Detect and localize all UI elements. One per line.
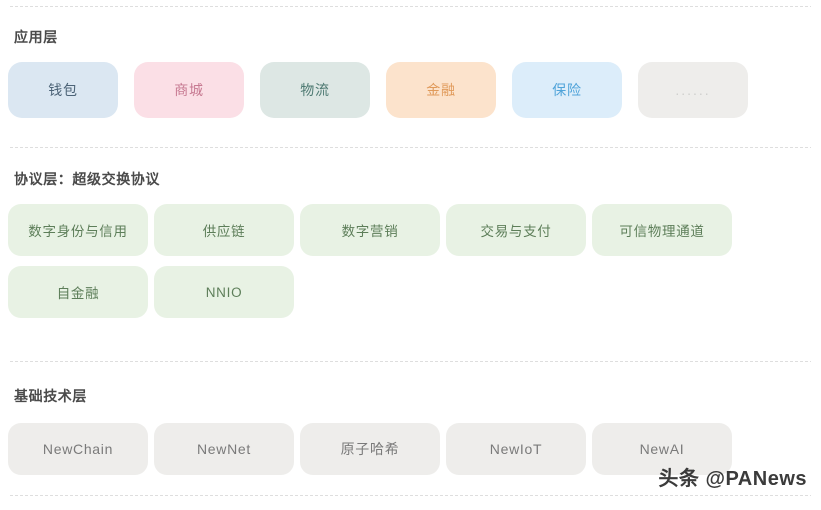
pill-protocol-2[interactable]: NNIO — [154, 266, 294, 318]
divider-top — [10, 6, 811, 7]
section-title-protocol: 协议层：超级交换协议 — [14, 171, 160, 187]
pill-label: NewIoT — [489, 441, 543, 457]
pill-label: NewAI — [639, 441, 685, 457]
pill-label: 保险 — [552, 82, 582, 98]
section-title-base-technology: 基础技术层 — [14, 388, 87, 404]
pill-label: NNIO — [205, 284, 243, 300]
pill-label: 数字营销 — [341, 224, 399, 239]
pill-row-protocol-1: 数字身份与信用 供应链 数字营销 交易与支付 可信物理通道 — [0, 204, 821, 256]
pill-label: 原子哈希 — [340, 441, 400, 457]
pill-label: 数字身份与信用 — [28, 224, 128, 239]
pill-application-1[interactable]: 钱包 — [8, 62, 118, 118]
pill-application-2[interactable]: 商城 — [134, 62, 244, 118]
pill-base-technology-4[interactable]: NewIoT — [446, 423, 586, 475]
pill-row-protocol-2: 自金融 NNIO — [0, 266, 821, 318]
section-title-application: 应用层 — [14, 29, 58, 45]
pill-label: 金融 — [426, 82, 456, 98]
pill-protocol-2[interactable]: 供应链 — [154, 204, 294, 256]
pill-protocol-1[interactable]: 数字身份与信用 — [8, 204, 148, 256]
pill-label: ...... — [675, 82, 711, 98]
section-application-layer: 应用层 钱包 商城 物流 金融 保险...... — [0, 28, 821, 118]
pill-label: NewNet — [197, 441, 251, 457]
pill-label: 可信物理通道 — [619, 224, 705, 239]
pill-base-technology-2[interactable]: NewNet — [154, 423, 294, 475]
pill-base-technology-3[interactable]: 原子哈希 — [300, 423, 440, 475]
pill-label: NewChain — [42, 441, 114, 457]
pill-protocol-1[interactable]: 自金融 — [8, 266, 148, 318]
pill-application-3[interactable]: 物流 — [260, 62, 370, 118]
section-base-technology-layer: 基础技术层 NewChain NewNet 原子哈希 NewIoT NewAI — [0, 387, 821, 475]
pill-application-4[interactable]: 金融 — [386, 62, 496, 118]
pill-base-technology-1[interactable]: NewChain — [8, 423, 148, 475]
watermark: 头条 @PANews — [658, 468, 807, 490]
pill-base-technology-5[interactable]: NewAI — [592, 423, 732, 475]
pill-label: 自金融 — [56, 286, 100, 301]
pill-protocol-5[interactable]: 可信物理通道 — [592, 204, 732, 256]
pill-label: 供应链 — [202, 224, 246, 239]
pill-protocol-3[interactable]: 数字营销 — [300, 204, 440, 256]
divider-bottom — [10, 495, 811, 496]
section-protocol-layer: 协议层：超级交换协议 数字身份与信用 供应链 数字营销 交易与支付 可信物理通道 自金融… — [0, 170, 821, 318]
pill-protocol-4[interactable]: 交易与支付 — [446, 204, 586, 256]
divider-application-protocol — [10, 147, 811, 148]
pill-application-6[interactable]: ...... — [638, 62, 748, 118]
pill-application-5[interactable]: 保险 — [512, 62, 622, 118]
pill-label: 交易与支付 — [480, 224, 552, 239]
pill-label: 商城 — [174, 82, 204, 98]
divider-protocol-base — [10, 361, 811, 362]
pill-row-application: 钱包 商城 物流 金融 保险...... — [0, 62, 821, 118]
pill-label: 物流 — [300, 82, 330, 98]
pill-label: 钱包 — [48, 82, 78, 98]
pill-row-base-technology: NewChain NewNet 原子哈希 NewIoT NewAI — [0, 423, 821, 475]
